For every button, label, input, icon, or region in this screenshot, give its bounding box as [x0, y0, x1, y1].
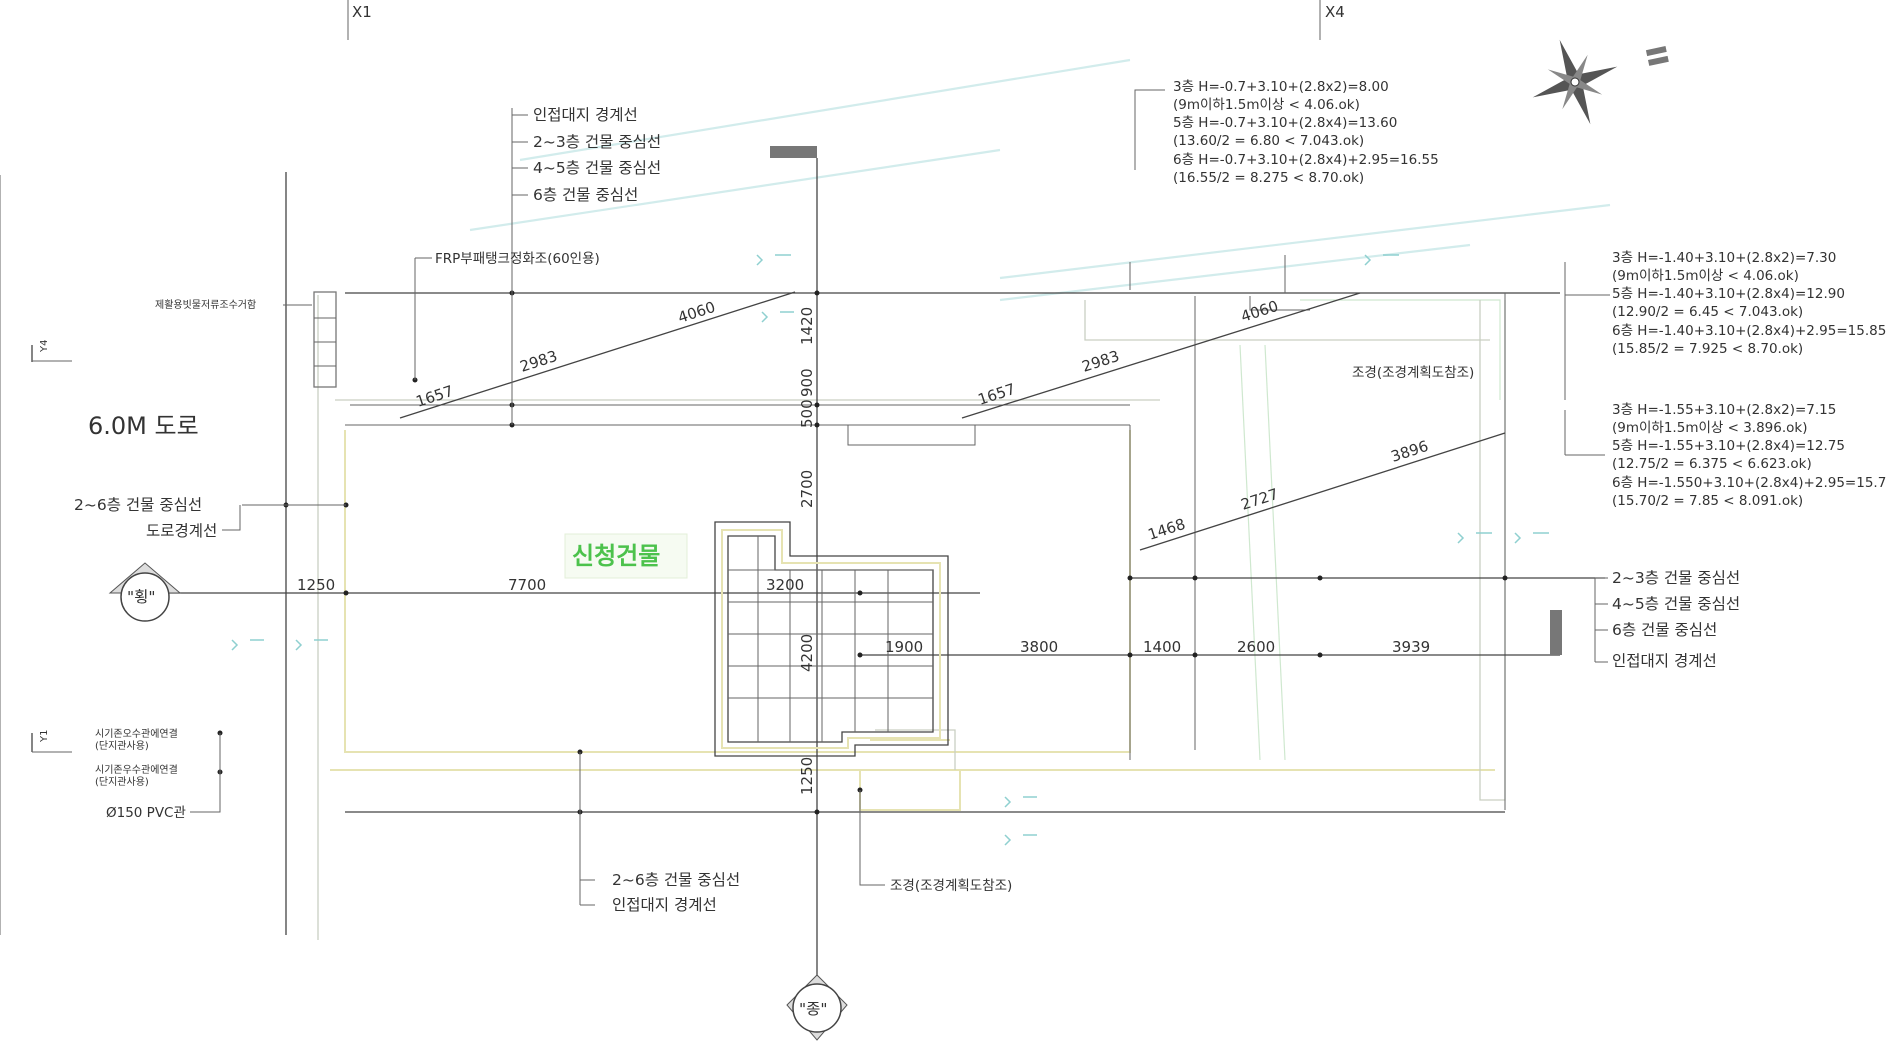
grid-axes: X1 X4 Y4 Y1 [31, 0, 1345, 753]
note-top-1: (9m이하1.5m이상 < 4.06.ok) [1173, 97, 1360, 113]
section-marker-horizontal: "횡" [108, 562, 182, 622]
dim-h-1250: 1250 [297, 576, 335, 594]
label-center-2-6-bottom: 2~6층 건물 중심선 [612, 871, 740, 889]
label-center-2-3-top: 2~3층 건물 중심선 [533, 133, 661, 151]
note-rb-5: (15.70/2 = 7.85 < 8.091.ok) [1612, 493, 1803, 509]
dim-dm-2983: 2983 [1080, 347, 1122, 376]
dim-dr-3896: 3896 [1389, 437, 1431, 466]
vertical-dimensions: 1420 500 900 2700 4200 1250 [798, 307, 816, 795]
label-center-2-6-left: 2~6층 건물 중심선 [74, 496, 202, 514]
dim-dl-2983: 2983 [518, 347, 560, 376]
level-markers [231, 254, 1549, 846]
note-ra-2: 5층 H=-1.40+3.10+(2.8x4)=12.90 [1612, 286, 1845, 302]
road-label: 6.0M 도로 [88, 412, 199, 440]
label-landscape-top: 조경(조경계획도참조) [1352, 365, 1474, 381]
section-mark-vertical: "종" [799, 1000, 828, 1018]
label-center-6-top: 6층 건물 중심선 [533, 186, 638, 204]
label-adj-boundary-right: 인접대지 경계선 [1612, 652, 1717, 670]
dim-dr-2727: 2727 [1239, 485, 1281, 514]
label-landscape-bottom: 조경(조경계획도참조) [890, 878, 1012, 894]
note-rb-2: 5층 H=-1.55+3.10+(2.8x4)=12.75 [1612, 438, 1845, 454]
note-top-3: (13.60/2 = 6.80 < 7.043.ok) [1173, 133, 1364, 149]
label-center-6-right: 6층 건물 중심선 [1612, 621, 1717, 639]
dim-h-7700: 7700 [508, 576, 546, 594]
dim-h-1400: 1400 [1143, 638, 1181, 656]
label-sewer-2: 시기존우수관에연결 [95, 764, 178, 776]
dim-v-2700: 2700 [798, 470, 816, 508]
label-frp-tank: FRP부패탱크정화조(60인용) [435, 251, 600, 267]
note-ra-4: 6층 H=-1.40+3.10+(2.8x4)+2.95=15.85 [1612, 323, 1886, 339]
building-footprint [564, 521, 949, 757]
dim-h-3200: 3200 [766, 576, 804, 594]
note-ra-1: (9m이하1.5m이상 < 4.06.ok) [1612, 268, 1799, 284]
leader-lines [190, 89, 1610, 906]
label-center-2-3-right: 2~3층 건물 중심선 [1612, 569, 1740, 587]
north-arrow-icon [1532, 39, 1618, 125]
grid-label-y1: Y1 [39, 730, 50, 743]
label-center-4-5-right: 4~5층 건물 중심선 [1612, 595, 1740, 613]
bottom-labels: 2~6층 건물 중심선 인접대지 경계선 조경(조경계획도참조) [612, 871, 1012, 914]
horizontal-dimensions: 1250 7700 3200 1900 3800 1400 2600 3939 [297, 576, 1430, 656]
diagonal-dimensions: 1657 2983 4060 1657 2983 4060 1468 2727 … [414, 297, 1431, 544]
dim-v-500: 500 [798, 399, 816, 428]
dim-h-2600: 2600 [1237, 638, 1275, 656]
top-left-labels: 인접대지 경계선 2~3층 건물 중심선 4~5층 건물 중심선 6층 건물 중… [74, 106, 661, 821]
label-sewer-1: 시기존오수관에연결 [95, 728, 178, 740]
label-adj-boundary-bottom: 인접대지 경계선 [612, 896, 717, 914]
label-center-4-5-top: 4~5층 건물 중심선 [533, 159, 661, 177]
grid-label-x4: X4 [1325, 3, 1345, 21]
height-notes-top: 3층 H=-0.7+3.10+(2.8x2)=8.00 (9m이하1.5m이상 … [1173, 79, 1439, 186]
site-lines [0, 146, 1605, 985]
grid-label-x1: X1 [352, 3, 372, 21]
section-marker-vertical: "종" [786, 974, 848, 1041]
dim-v-4200: 4200 [798, 634, 816, 672]
note-rb-4: 6층 H=-1.550+3.10+(2.8x4)+2.95=15.70 [1612, 475, 1887, 491]
section-mark-horizontal: "횡" [127, 588, 156, 606]
dim-dm-1657: 1657 [976, 380, 1018, 409]
label-road-boundary: 도로경계선 [146, 522, 217, 540]
note-ra-0: 3층 H=-1.40+3.10+(2.8x2)=7.30 [1612, 250, 1836, 266]
dim-h-3939: 3939 [1392, 638, 1430, 656]
survey-points [217, 290, 1508, 815]
note-top-0: 3층 H=-0.7+3.10+(2.8x2)=8.00 [1173, 79, 1389, 95]
height-diagonals [399, 262, 1506, 551]
label-pvc: Ø150 PVC관 [106, 805, 186, 821]
note-rb-1: (9m이하1.5m이상 < 3.896.ok) [1612, 420, 1807, 436]
note-ra-5: (15.85/2 = 7.925 < 8.70.ok) [1612, 341, 1803, 357]
label-adj-boundary-top: 인접대지 경계선 [533, 106, 638, 124]
note-top-2: 5층 H=-0.7+3.10+(2.8x4)=13.60 [1173, 115, 1397, 131]
building-label: 신청건물 [572, 542, 660, 570]
label-rain-tank: 제활용빗물저류조수거함 [155, 298, 256, 311]
grid-label-y4: Y4 [39, 340, 50, 353]
dim-h-3800: 3800 [1020, 638, 1058, 656]
label-sewer-2-sub: (단지관사용) [95, 776, 149, 788]
dim-dl-4060: 4060 [676, 298, 718, 327]
dim-h-1900: 1900 [885, 638, 923, 656]
note-rb-0: 3층 H=-1.55+3.10+(2.8x2)=7.15 [1612, 402, 1836, 418]
note-top-4: 6층 H=-0.7+3.10+(2.8x4)+2.95=16.55 [1173, 152, 1439, 168]
dim-v-1420: 1420 [798, 307, 816, 345]
dim-v-900: 900 [798, 368, 816, 397]
dim-dm-4060: 4060 [1239, 297, 1281, 326]
dim-dr-1468: 1468 [1146, 515, 1188, 544]
right-labels: 조경(조경계획도참조) 2~3층 건물 중심선 4~5층 건물 중심선 6층 건… [1352, 365, 1740, 670]
label-sewer-1-sub: (단지관사용) [95, 740, 149, 752]
height-notes-right-a: 3층 H=-1.40+3.10+(2.8x2)=7.30 (9m이하1.5m이상… [1612, 250, 1886, 357]
north-mark-icon [1645, 46, 1669, 66]
dim-v-1250: 1250 [798, 757, 816, 795]
note-top-5: (16.55/2 = 8.275 < 8.70.ok) [1173, 170, 1364, 186]
note-rb-3: (12.75/2 = 6.375 < 6.623.ok) [1612, 456, 1812, 472]
height-notes-right-b: 3층 H=-1.55+3.10+(2.8x2)=7.15 (9m이하1.5m이상… [1612, 402, 1887, 509]
note-ra-3: (12.90/2 = 6.45 < 7.043.ok) [1612, 304, 1803, 320]
